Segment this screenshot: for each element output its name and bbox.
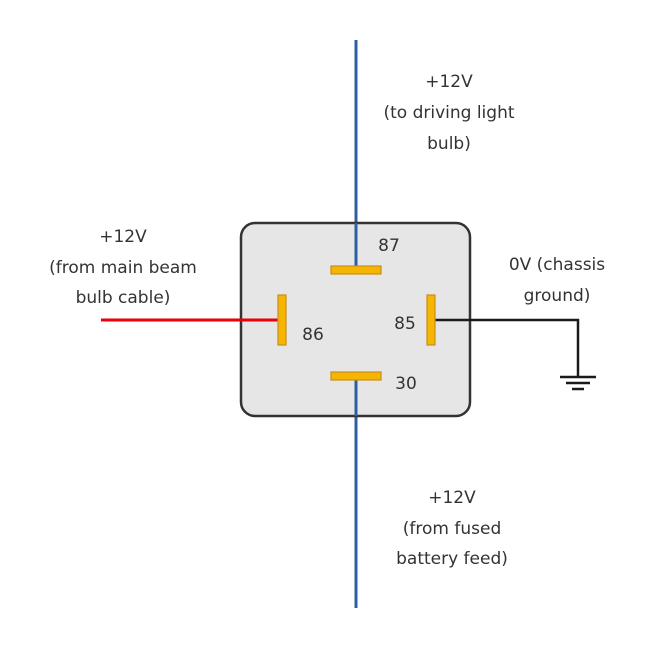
pin-87-label: 87 (378, 236, 400, 256)
label-left-line1: +12V (99, 227, 147, 247)
pin-85-terminal (426, 294, 436, 346)
label-chassis-ground: 0V (chassis ground) (509, 255, 605, 306)
label-left-line3: bulb cable) (76, 288, 171, 308)
label-top-line1: +12V (425, 72, 473, 92)
label-top-line3: bulb) (427, 134, 471, 154)
label-bottom-line1: +12V (428, 488, 476, 508)
pin-30-label: 30 (395, 374, 417, 394)
label-left-line2: (from main beam (49, 258, 197, 278)
pin-87-terminal (330, 265, 382, 275)
label-top-line2: (to driving light (383, 103, 514, 123)
wire-85-ground (431, 318, 580, 376)
label-right-line2: ground) (524, 286, 591, 306)
label-battery-feed: +12V (from fused battery feed) (396, 488, 508, 569)
label-right-line1: 0V (chassis (509, 255, 605, 275)
label-bottom-line2: (from fused (403, 519, 501, 539)
ground-symbol-icon (560, 375, 596, 391)
pin-30-terminal (330, 371, 382, 381)
label-main-beam: +12V (from main beam bulb cable) (49, 227, 197, 308)
pin-86-label: 86 (302, 325, 324, 345)
pin-85-label: 85 (394, 314, 416, 334)
label-driving-light: +12V (to driving light bulb) (383, 72, 514, 154)
label-bottom-line3: battery feed) (396, 549, 508, 569)
pin-86-terminal (277, 294, 287, 346)
